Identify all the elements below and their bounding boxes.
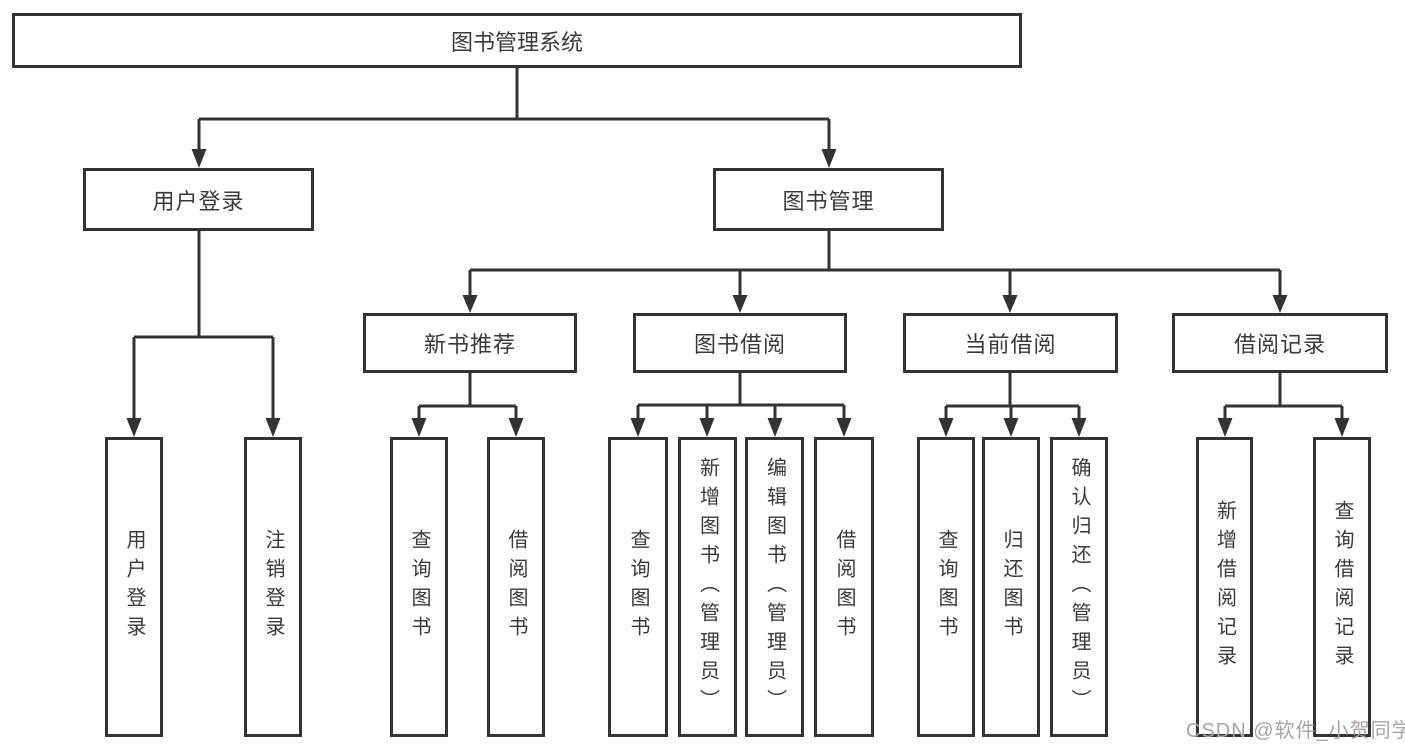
leaf-query-books-3: 查询图书 xyxy=(917,437,975,737)
arrowhead-icon xyxy=(699,418,715,437)
edge-user-login-to-leaves xyxy=(126,230,281,437)
arrowhead-icon xyxy=(1272,295,1288,313)
arrowhead-icon xyxy=(732,295,748,313)
node-label: 图书管理系统 xyxy=(450,29,583,55)
edge-book-borrow-to-leaves xyxy=(630,372,852,437)
arrowhead-icon xyxy=(1003,418,1019,437)
arrowhead-icon xyxy=(411,418,427,437)
leaf-query-books-1: 查询图书 xyxy=(390,437,448,737)
arrowhead-icon xyxy=(1334,418,1350,437)
node-new-book-recommend: 新书推荐 xyxy=(363,313,577,373)
leaf-label: 借阅图书 xyxy=(505,529,527,645)
leaf-return-books: 归还图书 xyxy=(982,437,1040,737)
arrowhead-icon xyxy=(821,149,837,168)
node-label: 新书推荐 xyxy=(423,332,516,357)
leaf-label: 用户登录 xyxy=(123,529,145,645)
arrowhead-icon xyxy=(767,418,783,437)
node-borrow-records: 借阅记录 xyxy=(1172,313,1388,373)
node-current-borrow: 当前借阅 xyxy=(903,313,1118,373)
edge-new-books-to-leaves xyxy=(411,372,524,437)
arrowhead-icon xyxy=(508,418,524,437)
leaf-label: 确认归还（管理员） xyxy=(1068,456,1090,718)
node-label: 图书管理 xyxy=(782,188,875,214)
leaf-logout: 注销登录 xyxy=(244,437,302,737)
leaf-user-login: 用户登录 xyxy=(105,437,163,737)
leaf-add-borrow-record: 新增借阅记录 xyxy=(1196,437,1253,737)
arrowhead-icon xyxy=(630,418,646,437)
node-user-login: 用户登录 xyxy=(83,168,314,231)
leaf-borrow-books-1: 借阅图书 xyxy=(487,437,545,737)
edge-current-borrow-to-leaves xyxy=(938,372,1087,437)
arrowhead-icon xyxy=(462,295,478,313)
leaf-borrow-books-2: 借阅图书 xyxy=(814,437,874,737)
leaf-label: 新增借阅记录 xyxy=(1213,500,1236,674)
arrowhead-icon xyxy=(1071,418,1087,437)
edge-borrow-records-to-leaves xyxy=(1217,372,1350,437)
edge-root-to-level2 xyxy=(191,68,837,168)
leaf-label: 查询图书 xyxy=(627,529,649,645)
node-label: 借阅记录 xyxy=(1233,332,1326,357)
leaf-label: 查询借阅记录 xyxy=(1331,500,1353,674)
node-label: 用户登录 xyxy=(152,188,245,214)
leaf-label: 查询图书 xyxy=(935,529,957,645)
leaf-confirm-return-admin: 确认归还（管理员） xyxy=(1050,437,1108,737)
leaf-label: 新增图书（管理员） xyxy=(696,456,719,718)
leaf-label: 借阅图书 xyxy=(833,529,855,645)
arrowhead-icon xyxy=(265,418,281,437)
node-book-management: 图书管理 xyxy=(713,168,944,231)
arrowhead-icon xyxy=(836,418,852,437)
leaf-label: 归还图书 xyxy=(1000,529,1022,645)
leaf-query-borrow-record: 查询借阅记录 xyxy=(1313,437,1371,737)
arrowhead-icon xyxy=(1217,418,1233,437)
leaf-edit-books-admin: 编辑图书（管理员） xyxy=(745,437,804,737)
node-label: 当前借阅 xyxy=(964,332,1057,357)
csdn-watermark: CSDN @软件_小贺同学 xyxy=(1186,720,1405,742)
leaf-add-books-admin: 新增图书（管理员） xyxy=(678,437,737,737)
arrowhead-icon xyxy=(191,149,207,168)
edge-book-mgmt-to-level3 xyxy=(462,230,1288,313)
leaf-label: 注销登录 xyxy=(262,529,284,645)
leaf-query-books-2: 查询图书 xyxy=(608,437,668,737)
node-root-library-system: 图书管理系统 xyxy=(12,13,1022,68)
arrowhead-icon xyxy=(1002,295,1018,313)
leaf-label: 编辑图书（管理员） xyxy=(763,456,786,718)
node-label: 图书借阅 xyxy=(693,332,786,357)
arrowhead-icon xyxy=(126,418,142,437)
arrowhead-icon xyxy=(938,418,954,437)
node-book-borrow: 图书借阅 xyxy=(633,313,847,373)
leaf-label: 查询图书 xyxy=(408,529,430,645)
